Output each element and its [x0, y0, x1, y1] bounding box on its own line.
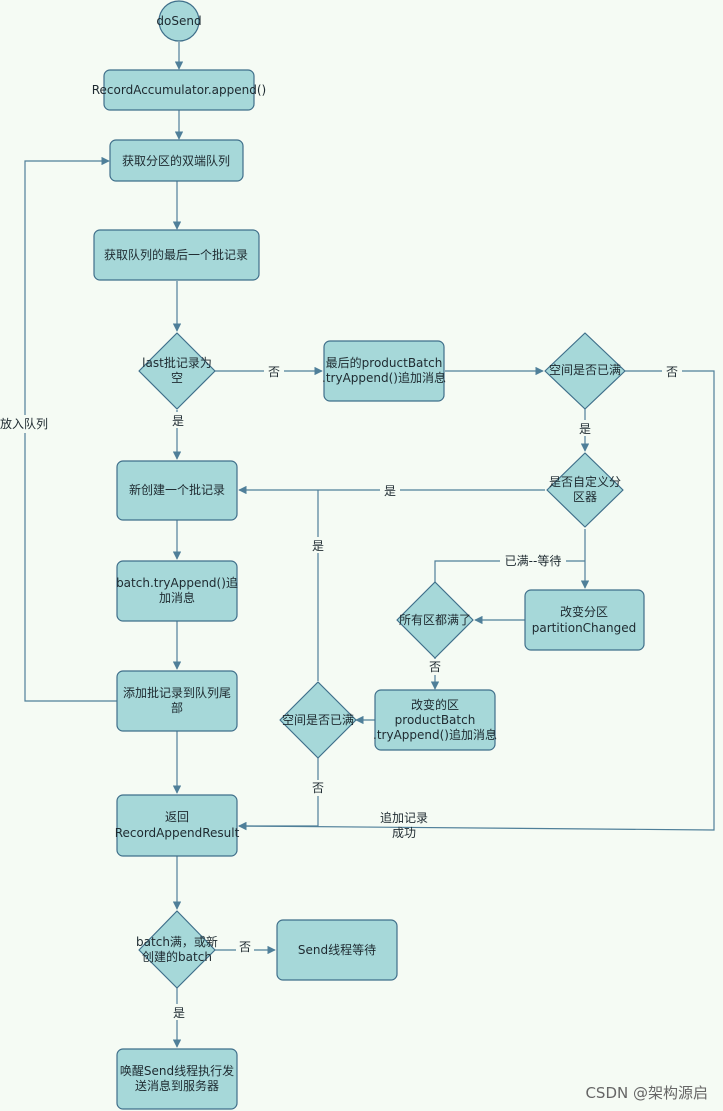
node-start-text: doSend [156, 14, 201, 28]
node-add-to-tail-text-2: 部 [171, 700, 183, 715]
node-append-text: RecordAccumulator.append() [92, 83, 267, 97]
node-last-empty: last批记录为 空 [138, 332, 216, 410]
edge-labels: 放入队列 否 是 否 是 是 是 已满--等待 否 否 追加记录 成功 否 是 [0, 363, 682, 1020]
node-return-result-text-1: 返回 [165, 810, 189, 824]
node-batch-try-append-text-2: 加消息 [159, 590, 195, 605]
node-get-deque: 获取分区的双端队列 [109, 139, 244, 182]
node-change-partition-text-2: partitionChanged [532, 621, 637, 635]
node-add-to-tail: 添加批记录到队列尾 部 [116, 670, 238, 732]
label-yes-2: 是 [579, 422, 591, 436]
label-no-3: 否 [429, 660, 441, 674]
node-get-last-batch: 获取队列的最后一个批记录 [93, 229, 260, 281]
node-new-batch-text: 新创建一个批记录 [129, 482, 225, 497]
node-get-deque-text: 获取分区的双端队列 [122, 153, 230, 168]
node-space-full-2-text: 空间是否已满 [282, 713, 354, 727]
node-batch-full-text-1: batch满，或新 [136, 934, 218, 949]
edges [24, 42, 715, 1048]
node-batch-try-append-text-1: batch.tryAppend()追 [116, 575, 238, 590]
node-sender-wait-text: Send线程等待 [298, 942, 376, 957]
node-last-empty-text-2: 空 [171, 371, 183, 385]
nodes: doSend RecordAccumulator.append() 获取分区的双… [92, 0, 645, 1110]
node-custom-partitioner: 是否自定义分 区器 [546, 452, 624, 528]
label-append-success-2: 成功 [392, 826, 416, 840]
node-space-full-2: 空间是否已满 [279, 681, 357, 759]
label-no-1: 否 [268, 365, 280, 379]
node-batch-full: batch满，或新 创建的batch [136, 910, 218, 989]
label-full-wait: 已满--等待 [505, 554, 562, 568]
node-custom-partitioner-text-1: 是否自定义分 [549, 474, 621, 489]
watermark: CSDN @架构源启 [585, 1084, 708, 1102]
node-space-full-1-text: 空间是否已满 [549, 363, 621, 377]
node-start: doSend [156, 0, 202, 42]
label-yes-3: 是 [384, 484, 396, 498]
node-sender-wait: Send线程等待 [276, 919, 398, 981]
node-try-append-last-text-1: 最后的productBatch [326, 355, 443, 370]
edge-spacefull2-return [238, 758, 319, 831]
node-wake-sender: 唤醒Send线程执行发 送消息到服务器 [116, 1048, 238, 1110]
label-yes-5: 是 [173, 1006, 185, 1020]
node-wake-sender-text-1: 唤醒Send线程执行发 [120, 1063, 234, 1078]
node-all-full: 所有区都满了 [396, 581, 474, 659]
label-no-2: 否 [666, 365, 678, 379]
node-space-full-1: 空间是否已满 [544, 332, 626, 410]
node-changed-try-append: 改变的区 productBatch .tryAppend()追加消息 [373, 689, 497, 751]
node-change-partition-text-1: 改变分区 [560, 604, 608, 619]
node-return-result: 返回 RecordAppendResult [115, 794, 240, 857]
label-no-5: 否 [239, 940, 251, 954]
node-batch-try-append: batch.tryAppend()追 加消息 [116, 560, 238, 622]
node-changed-try-append-text-1: 改变的区 [411, 697, 459, 712]
node-batch-full-text-2: 创建的batch [142, 949, 212, 964]
node-get-last-batch-text: 获取队列的最后一个批记录 [104, 247, 248, 262]
label-yes-1: 是 [172, 414, 184, 428]
label-append-success-1: 追加记录 [380, 810, 428, 825]
node-wake-sender-text-2: 送消息到服务器 [135, 1078, 219, 1093]
node-try-append-last-text-2: .tryAppend()追加消息 [322, 370, 446, 385]
node-last-empty-text-1: last批记录为 [142, 355, 212, 370]
node-add-to-tail-text-1: 添加批记录到队列尾 [123, 685, 231, 700]
node-custom-partitioner-text-2: 区器 [573, 490, 597, 504]
node-append: RecordAccumulator.append() [92, 69, 267, 111]
label-yes-4: 是 [312, 539, 324, 553]
node-changed-try-append-text-2: productBatch [395, 713, 476, 727]
label-enqueue: 放入队列 [0, 416, 48, 431]
node-new-batch: 新创建一个批记录 [116, 460, 238, 521]
node-try-append-last: 最后的productBatch .tryAppend()追加消息 [322, 340, 446, 402]
node-change-partition: 改变分区 partitionChanged [524, 589, 645, 651]
node-changed-try-append-text-3: .tryAppend()追加消息 [373, 727, 497, 742]
node-return-result-text-2: RecordAppendResult [115, 826, 240, 840]
node-all-full-text: 所有区都满了 [399, 613, 471, 627]
label-no-4: 否 [312, 781, 324, 795]
